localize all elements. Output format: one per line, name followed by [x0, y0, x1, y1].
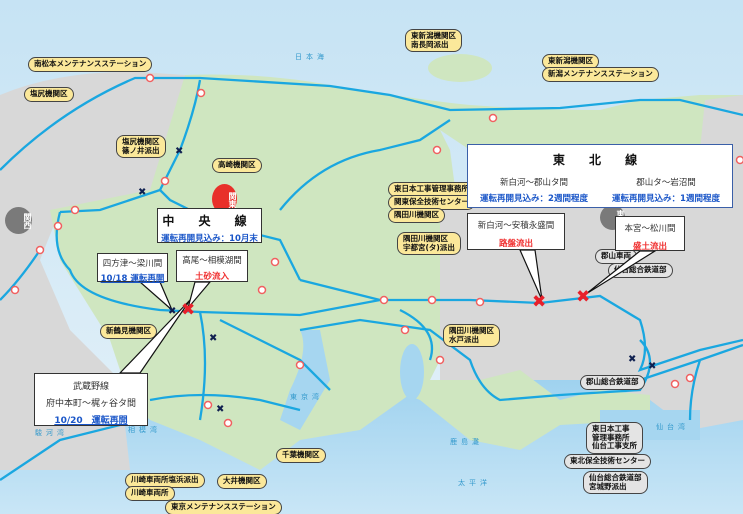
label-line: 隅田川機関区 — [449, 326, 494, 335]
callout-cause: 盛土流出 — [632, 242, 667, 252]
depot-sendai-sogo-top: 仙台総合鉄道部 — [608, 263, 673, 278]
depot-higashi-niigata-minami-nagaoka: 東新潟機関区南長岡派出 — [405, 29, 462, 53]
suspension-x-icon: ✖ — [628, 354, 637, 365]
damage-x-icon: ✖ — [532, 292, 547, 312]
callout-status: 運転再開見込み：10月末 — [161, 234, 258, 244]
depot-sendai-miyagino: 仙台総合鉄道部宮城野派出 — [583, 471, 648, 495]
callout-cause: 路盤流出 — [498, 239, 533, 249]
callout-tohoku-line: 東 北 線 新白河～郡山タ間運転再開見込み：2週間程度 郡山タ～岩沼間運転再開見… — [467, 144, 733, 208]
label-line: 東日本工事 — [592, 424, 630, 433]
suspension-x-icon: ✖ — [648, 361, 657, 372]
depot-koriyama-sogo: 郡山総合鉄道部 — [580, 375, 645, 390]
depot-chiba: 千葉機関区 — [276, 448, 326, 463]
sea-label-kashima: 鹿島灘 — [450, 438, 483, 446]
depot-niigata-ms: 新潟メンテナンスステーション — [542, 67, 659, 82]
depot-sumidagawa-mito: 隅田川機関区水戸派出 — [443, 324, 500, 348]
damage-x-icon: ✖ — [576, 287, 591, 307]
depot-tohoku-hozen: 東北保全技術センター — [564, 454, 651, 469]
callout-motomiya-matsukawa: 本宮～松川間 盛土流出 — [615, 216, 685, 252]
sea-label-japan-sea: 日本海 — [295, 53, 328, 61]
callout-section: 高尾～相模湖間 — [182, 256, 242, 266]
callout-status: 10/18 運転再開 — [100, 274, 165, 284]
callout-shirakawa-asaka: 新白河～安積永盛間 路盤流出 — [467, 213, 565, 250]
sea-label-tokyo-bay: 東京湾 — [290, 393, 323, 401]
callout-status: 運転再開見込み：1週間程度 — [612, 194, 720, 204]
lake-kasumigaura — [400, 344, 424, 400]
stations — [10, 73, 743, 428]
label-line: 宮城野派出 — [589, 481, 627, 491]
depot-shiojiri: 塩尻機関区 — [24, 87, 74, 102]
label-line: 東新潟機関区 — [411, 31, 456, 40]
callout-shiotsu-yanagawa: 四方津～梁川間 10/18 運転再開 — [97, 253, 168, 284]
depot-sumidagawa: 隅田川機関区 — [388, 208, 445, 223]
callout-status: 10/20 運転再開 — [54, 416, 128, 426]
callout-title: 東 北 線 — [552, 153, 648, 167]
suspension-x-icon: ✖ — [168, 306, 177, 317]
depot-sendai-koji: 東日本工事管理事務所仙台工事支所 — [586, 422, 643, 454]
callout-musashino-line: 武蔵野線 府中本町～梶ヶ谷タ間 10/20 運転再開 — [34, 373, 148, 426]
callout-takao-sagamiko: 高尾～相模湖間 土砂流入 — [176, 250, 248, 282]
label-line: 篠ノ井派出 — [122, 145, 160, 155]
label-line: 宇都宮(タ)派出 — [403, 242, 455, 252]
label-line: 仙台工事支所 — [592, 441, 637, 451]
callout-chuo-line: 中 央 線 運転再開見込み：10月末 — [157, 208, 262, 244]
label-line: 南長岡派出 — [411, 39, 449, 49]
sea-label-pacific: 太平洋 — [458, 479, 491, 487]
tokyo-bay — [280, 330, 330, 430]
callout-line: 武蔵野線 — [72, 382, 109, 392]
depot-takasaki: 高崎機関区 — [212, 158, 262, 173]
callout-title: 中 央 線 — [162, 214, 257, 228]
callout-section: 郡山タ～岩沼間 — [636, 178, 696, 188]
suspension-x-icon: ✖ — [175, 146, 184, 157]
label-line: 塩尻機関区 — [122, 137, 160, 146]
depot-sumidagawa-utsunomiya: 隅田川機関区宇都宮(タ)派出 — [397, 232, 461, 256]
depot-shin-tsurumi: 新鶴見機関区 — [100, 324, 157, 339]
land-coast-south — [370, 370, 650, 450]
suspension-x-icon: ✖ — [209, 333, 218, 344]
suspension-x-icon: ✖ — [216, 404, 225, 415]
damage-x-icon: ✖ — [181, 300, 196, 320]
callout-status: 運転再開見込み：2週間程度 — [480, 194, 588, 204]
callout-section: 新白河～郡山タ間 — [499, 178, 568, 188]
callout-section: 府中本町～梶ヶ谷タ間 — [45, 399, 136, 409]
label-line: 仙台総合鉄道部 — [589, 473, 642, 482]
callout-section: 四方津～梁川間 — [102, 259, 163, 269]
callout-section: 新白河～安積永盛間 — [477, 221, 555, 231]
sea-label-sagami: 相模湾 — [128, 426, 161, 434]
depot-shiojiri-shinonoi: 塩尻機関区篠ノ井派出 — [116, 135, 166, 159]
label-line: 管理事務所 — [592, 432, 630, 442]
label-line: 水戸派出 — [449, 334, 479, 344]
depot-minami-matsumoto: 南松本メンテナンスステーション — [28, 57, 153, 72]
callout-cause: 土砂流入 — [194, 272, 229, 282]
callout-section: 本宮～松川間 — [624, 224, 676, 234]
sea-label-sendai-bay: 仙台湾 — [656, 423, 689, 431]
sea-label-suruga: 駿河湾 — [35, 429, 68, 437]
island-sado — [428, 54, 492, 82]
suspension-x-icon: ✖ — [138, 187, 147, 198]
depot-tokyo-ms: 東京メンテナンスステーション — [165, 500, 282, 514]
label-line: 隅田川機関区 — [403, 234, 448, 243]
depot-oi: 大井機関区 — [217, 474, 267, 489]
land-gray-west — [0, 71, 185, 470]
depot-kawasaki: 川崎車両所 — [125, 486, 175, 501]
region-kansai: 関西 — [5, 207, 32, 234]
